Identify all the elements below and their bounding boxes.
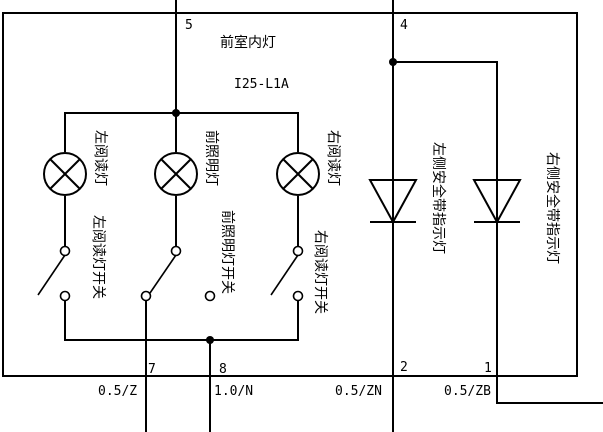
wire-spec-8: 1.0/N xyxy=(214,384,253,399)
label-switch-left: 左阅读灯开关 xyxy=(90,215,107,299)
lamp-left-symbol xyxy=(43,152,87,196)
pin-7: 7 xyxy=(148,362,156,377)
wire-spec-7: 0.5/Z xyxy=(98,384,137,399)
module-code: I25-L1A xyxy=(234,77,289,92)
diode-right-symbol xyxy=(472,179,522,225)
label-diode-right: 右侧安全带指示灯 xyxy=(544,152,561,264)
pin-4: 4 xyxy=(400,18,408,33)
pin-2: 2 xyxy=(400,360,408,375)
wire-pin4-branch xyxy=(393,61,498,376)
label-lamp-front: 前照明灯 xyxy=(203,130,220,186)
label-lamp-right: 右阅读灯 xyxy=(325,130,342,186)
module-border xyxy=(2,12,578,377)
lamp-front-symbol xyxy=(154,152,198,196)
switch-front-symbol xyxy=(140,245,216,302)
switch-bus-bottom xyxy=(64,301,299,341)
wire-pin1-out xyxy=(496,376,603,404)
switch-right-symbol xyxy=(270,245,304,302)
lamp-bus-top xyxy=(64,112,299,152)
label-switch-front: 前照明灯开关 xyxy=(219,210,236,294)
lamp-right-symbol xyxy=(276,152,320,196)
diode-left-symbol xyxy=(368,179,418,225)
label-switch-right: 右阅读灯开关 xyxy=(312,230,329,314)
label-diode-left: 左侧安全带指示灯 xyxy=(430,142,447,254)
pin-5: 5 xyxy=(185,18,193,33)
wire-spec-2: 0.5/ZN xyxy=(335,384,382,399)
switch-left-symbol xyxy=(37,245,71,302)
wire-spec-1: 0.5/ZB xyxy=(444,384,491,399)
label-lamp-left: 左阅读灯 xyxy=(92,130,109,186)
pin-8: 8 xyxy=(219,362,227,377)
pin-1: 1 xyxy=(484,361,492,376)
module-title: 前室内灯 xyxy=(220,34,276,51)
